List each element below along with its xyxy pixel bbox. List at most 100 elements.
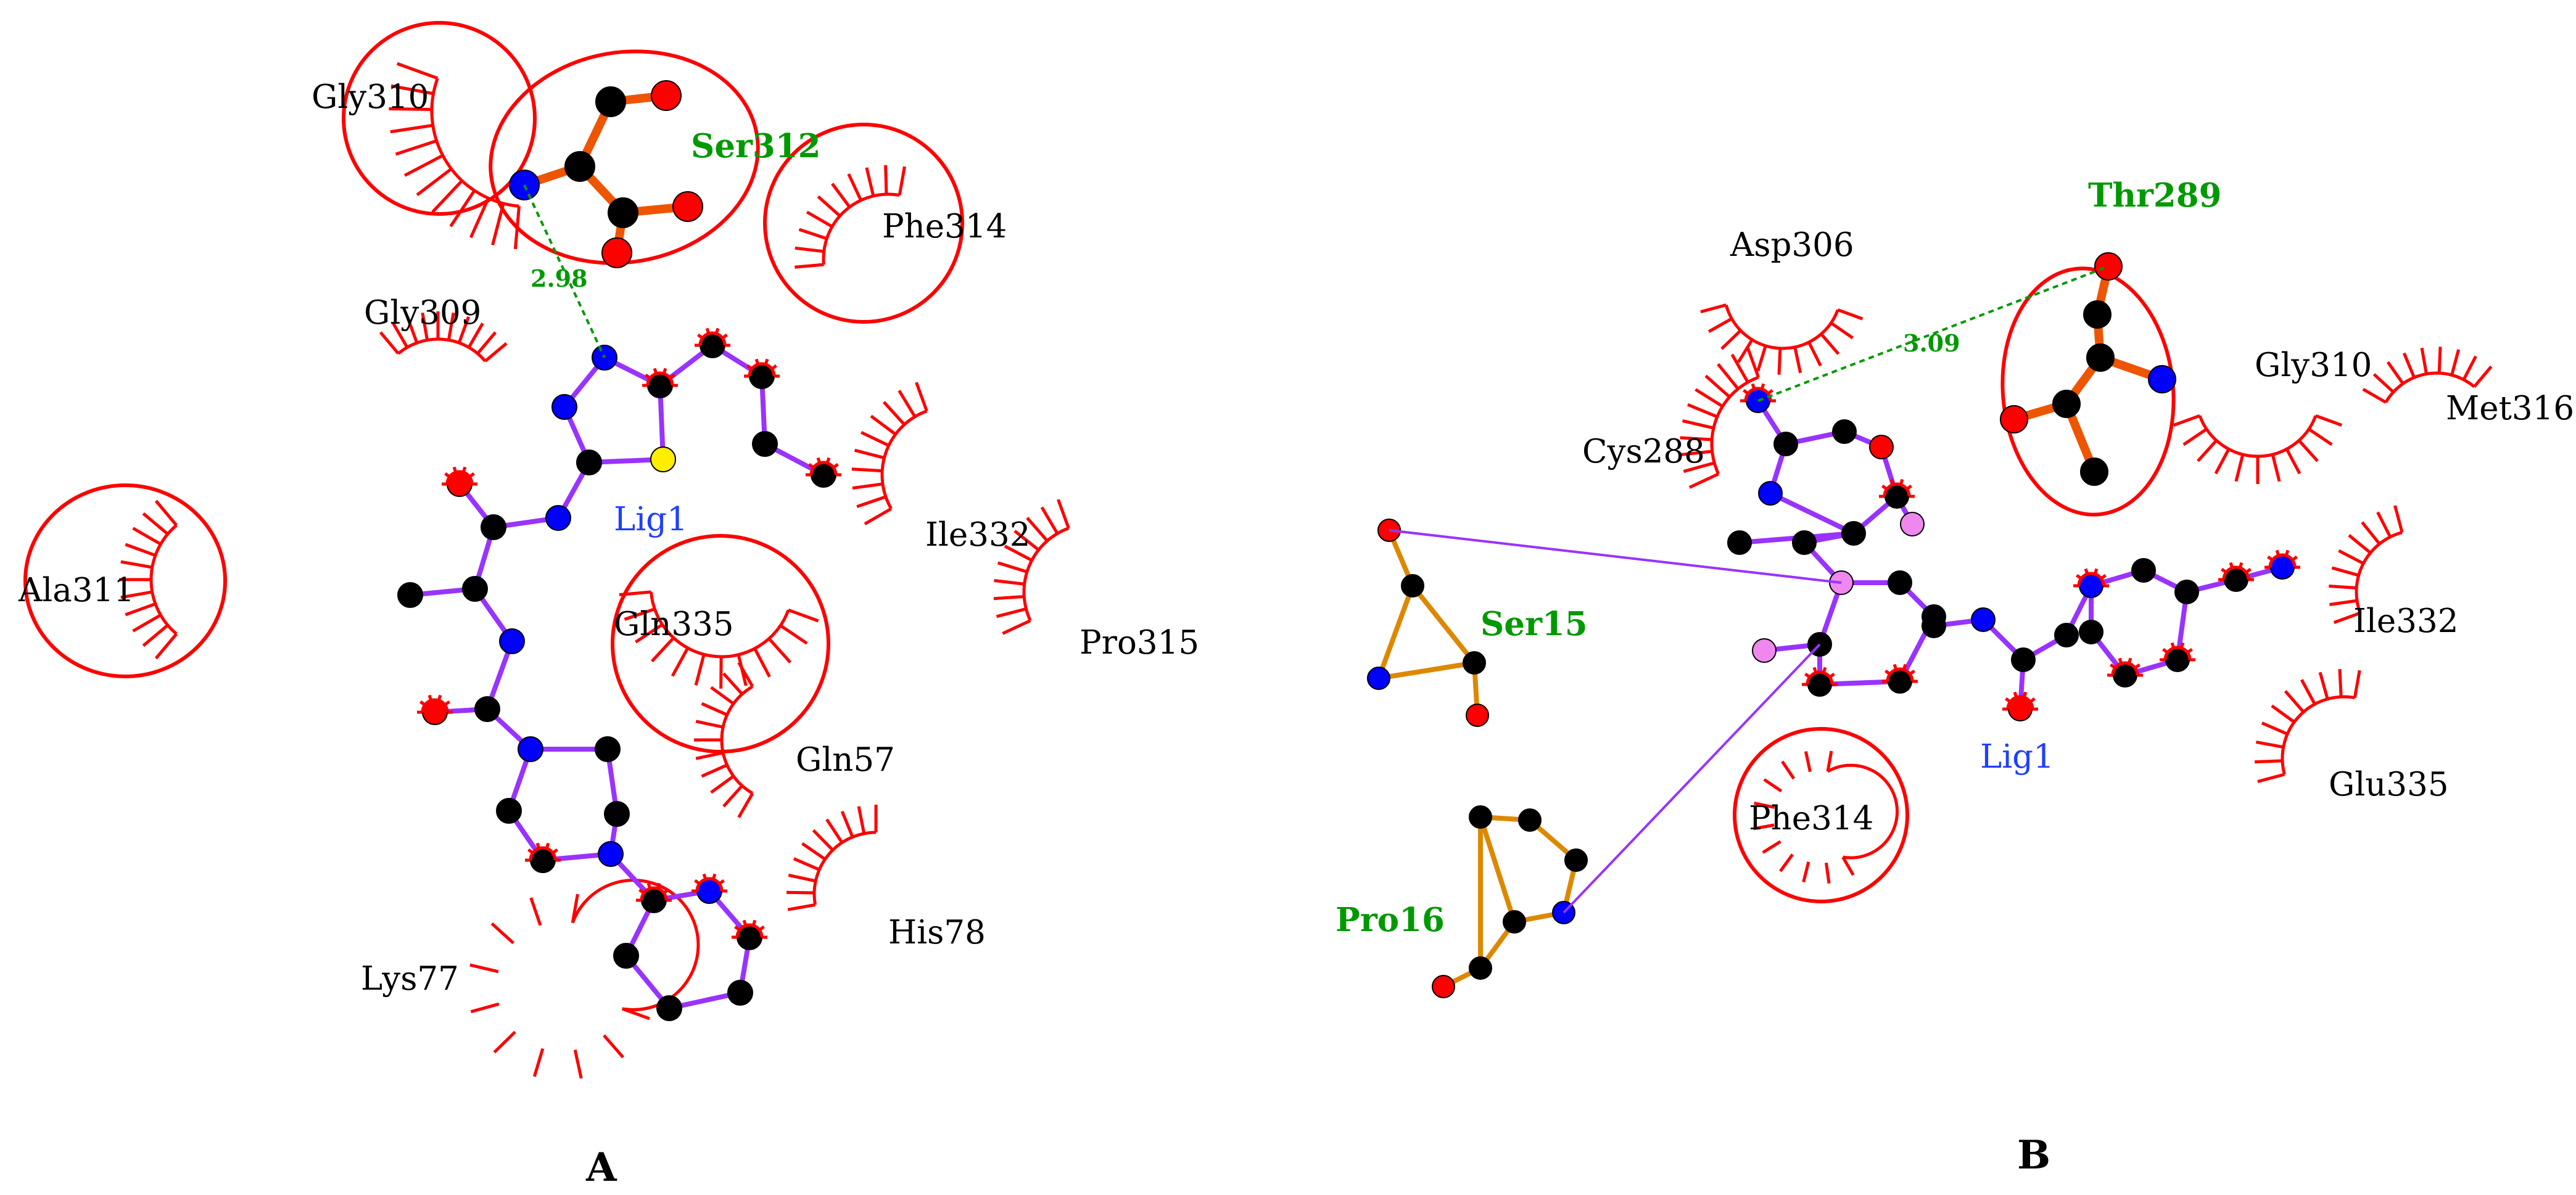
hydrophobic-ray bbox=[812, 829, 834, 852]
hydrophobic-ray bbox=[898, 166, 906, 196]
hydrophobic-arc bbox=[149, 524, 178, 636]
hydrophobic-ray bbox=[2229, 562, 2234, 569]
hydrophobic-ray bbox=[1826, 750, 1833, 772]
hydrophobic-ray bbox=[457, 316, 470, 343]
hydrophobic-ray bbox=[2372, 373, 2395, 393]
hydrophobic-ray bbox=[2255, 759, 2283, 764]
hydrophobic-arc bbox=[2163, 646, 2192, 660]
ligand-contact-lash bbox=[1882, 663, 1918, 683]
hydrophobic-ray bbox=[721, 333, 728, 340]
atom bbox=[2000, 405, 2028, 433]
hydrophobic-ray bbox=[406, 316, 419, 343]
residue-label-ile332-b: Ile332 bbox=[2353, 602, 2458, 640]
hydrophobic-ray bbox=[431, 179, 463, 213]
hydrophobic-ray bbox=[1720, 329, 1742, 350]
hydrophobic-arc bbox=[2355, 530, 2403, 614]
hydrophobic-ray bbox=[746, 364, 753, 371]
hydrophobic-ray bbox=[2291, 555, 2298, 562]
hydrophobic-ray bbox=[656, 882, 661, 889]
ligand-label-a: Lig1 bbox=[614, 501, 688, 538]
hydrophobic-ray bbox=[513, 206, 521, 250]
atom bbox=[2080, 458, 2108, 486]
hydrophobic-ray bbox=[817, 195, 841, 218]
hydrophobic-ray bbox=[396, 62, 439, 80]
hydrophobic-ray bbox=[2234, 454, 2245, 482]
atom bbox=[1432, 975, 1455, 998]
hbond-line-a bbox=[523, 184, 606, 358]
hydrophobic-arc bbox=[748, 362, 776, 377]
hydrophobic-arc-his78 bbox=[786, 805, 878, 911]
hydrophobic-ray bbox=[993, 594, 1025, 601]
ligand-contact-lash bbox=[2107, 657, 2143, 677]
hydrophobic-ray bbox=[2450, 349, 2461, 376]
residue-circle-gln335 bbox=[611, 534, 830, 754]
hydrophobic-ray bbox=[2093, 568, 2099, 575]
hydrophobic-ray bbox=[638, 888, 645, 895]
residue-label-cys288: Cys288 bbox=[1582, 433, 1705, 470]
hydrophobic-ray bbox=[447, 312, 455, 340]
hydrophobic-ray bbox=[722, 672, 743, 696]
hydrophobic-ray bbox=[125, 543, 156, 557]
hydrophobic-ray bbox=[1707, 317, 1733, 334]
hydrophobic-ray bbox=[1820, 333, 1840, 355]
hydrophobic-ray bbox=[403, 154, 444, 177]
hydrophobic-ray bbox=[154, 499, 178, 527]
hydrophobic-ray bbox=[1057, 499, 1070, 529]
hydrophobic-ray bbox=[1885, 669, 1891, 676]
hydrophobic-arc-lys77 bbox=[469, 879, 700, 1079]
residue-circle-gly310-a bbox=[342, 21, 537, 216]
hydrophobic-ray bbox=[142, 512, 169, 535]
hydrophobic-ray bbox=[395, 139, 437, 156]
hydrophobic-arc-pro315 bbox=[993, 499, 1070, 635]
hydrophobic-ray bbox=[2261, 721, 2289, 736]
hydrophobic-ray bbox=[870, 414, 897, 436]
hydrophobic-ray bbox=[1756, 345, 1767, 372]
hydrophobic-ray bbox=[2013, 691, 2018, 698]
hydrophobic-ray bbox=[603, 1034, 624, 1059]
hydrophobic-ray bbox=[467, 322, 484, 348]
hydrophobic-ray bbox=[2162, 647, 2169, 654]
hydrophobic-ray bbox=[2402, 352, 2416, 379]
atom bbox=[2083, 300, 2112, 329]
hydrophobic-ray bbox=[1751, 383, 1756, 390]
hydrophobic-ray bbox=[1040, 506, 1059, 535]
hydrophobic-ray bbox=[787, 903, 815, 911]
atom bbox=[1367, 667, 1390, 690]
ligand-contact-lash bbox=[642, 368, 678, 387]
hydrophobic-ray bbox=[1889, 478, 1895, 485]
hydrophobic-ray bbox=[710, 774, 735, 794]
hydrophobic-ray bbox=[1683, 461, 1715, 473]
hydrophobic-arc bbox=[2222, 565, 2250, 580]
hydrophobic-ray bbox=[635, 623, 664, 644]
hbond-residue-label-thr289: Thr289 bbox=[2088, 176, 2222, 215]
residue-label-gln57: Gln57 bbox=[796, 741, 895, 779]
ligand-contact-lash bbox=[2264, 549, 2300, 569]
hydrophobic-ray bbox=[694, 654, 706, 686]
contact-line-ser15 bbox=[1389, 529, 1842, 584]
hydrophobic-ray bbox=[2338, 669, 2343, 697]
hydrophobic-ray bbox=[2084, 568, 2089, 575]
atom bbox=[1832, 419, 1857, 444]
hydrophobic-ray bbox=[2462, 355, 2477, 380]
atom bbox=[1971, 607, 1996, 632]
atom bbox=[576, 450, 602, 475]
hydrophobic-ray bbox=[669, 373, 675, 380]
hydrophobic-ray bbox=[2315, 414, 2343, 427]
hydrophobic-ray bbox=[1812, 667, 1818, 673]
hydrophobic-ray bbox=[2022, 691, 2028, 698]
hydrophobic-ray bbox=[2348, 534, 2372, 554]
hydrophobic-ray bbox=[1754, 801, 1775, 809]
hydrophobic-ray bbox=[529, 897, 542, 926]
hydrophobic-ray bbox=[1802, 861, 1810, 883]
ligand-molecule-b bbox=[1727, 388, 2295, 721]
hydrophobic-arc-ile332-b bbox=[2329, 505, 2404, 624]
atom bbox=[595, 736, 621, 762]
hydrophobic-ray bbox=[527, 848, 534, 855]
atom bbox=[1727, 530, 1752, 555]
hydrophobic-ray bbox=[742, 919, 748, 926]
hydrophobic-arc bbox=[2111, 661, 2139, 676]
hbond-distance-b: 3.09 bbox=[1903, 329, 1960, 357]
hydrophobic-arc-gly310-b bbox=[2173, 414, 2343, 484]
ligand-label-b: Lig1 bbox=[1980, 738, 2054, 776]
residue-label-asp306: Asp306 bbox=[1730, 226, 1854, 264]
